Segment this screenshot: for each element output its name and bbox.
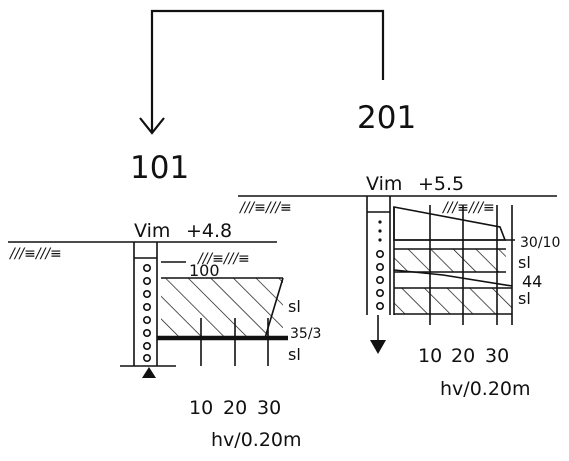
sounding-201-soil-2: sl bbox=[518, 289, 531, 308]
sounding-101-tick-20: 20 bbox=[223, 397, 247, 419]
borehole-201-circles bbox=[375, 250, 384, 310]
ground-symbol-201-right: ///≡///≡ bbox=[441, 200, 495, 216]
sounding-101-tick-10: 10 bbox=[189, 397, 213, 419]
sounding-101-elevation: +4.8 bbox=[186, 220, 232, 242]
sounding-101: Vim +4.8 ///≡///≡ ///≡///≡ 100 bbox=[8, 220, 321, 451]
sounding-201-tick-20: 20 bbox=[451, 345, 475, 367]
point-201-label: 201 bbox=[357, 100, 416, 136]
borehole-201-arrow bbox=[370, 340, 386, 354]
borehole-101-circles bbox=[143, 263, 152, 362]
sounding-101-scale-unit: hv/0.20m bbox=[211, 429, 302, 451]
sounding-101-tick-30: 30 bbox=[257, 397, 281, 419]
ground-symbol-201-left: ///≡///≡ bbox=[238, 200, 292, 216]
sounding-201-scale-unit: hv/0.20m bbox=[440, 378, 531, 400]
borehole-101-stop-marker bbox=[142, 367, 156, 378]
hatched-layer-101 bbox=[161, 278, 283, 338]
sounding-201-soil-1: sl bbox=[518, 253, 531, 272]
sounding-101-ratio: 35/3 bbox=[290, 326, 321, 342]
section-connector bbox=[139, 9, 385, 135]
borehole-201-dots bbox=[378, 220, 382, 242]
sounding-101-soil-upper: sl bbox=[288, 297, 301, 316]
sounding-101-label: Vim bbox=[134, 220, 170, 242]
sounding-101-depth-label: 100 bbox=[189, 261, 220, 280]
sounding-201-tick-30: 30 bbox=[485, 345, 509, 367]
sounding-201-depth-label: 44 bbox=[522, 272, 542, 291]
sounding-201: Vim +5.5 ///≡///≡ ///≡///≡ bbox=[238, 173, 560, 400]
sounding-201-label: Vim bbox=[366, 173, 402, 195]
ground-symbol-101-left: ///≡///≡ bbox=[8, 246, 62, 262]
hatched-layer-201-lower bbox=[394, 288, 512, 314]
point-101-label: 101 bbox=[130, 150, 189, 186]
sounding-201-tick-10: 10 bbox=[418, 345, 442, 367]
hatched-layer-201-upper bbox=[394, 249, 506, 272]
ground-symbol-101-right: ///≡///≡ bbox=[196, 251, 250, 267]
sounding-201-ratio: 30/10 bbox=[520, 235, 560, 251]
sounding-101-soil-lower: sl bbox=[288, 345, 301, 364]
sounding-201-elevation: +5.5 bbox=[418, 173, 464, 195]
